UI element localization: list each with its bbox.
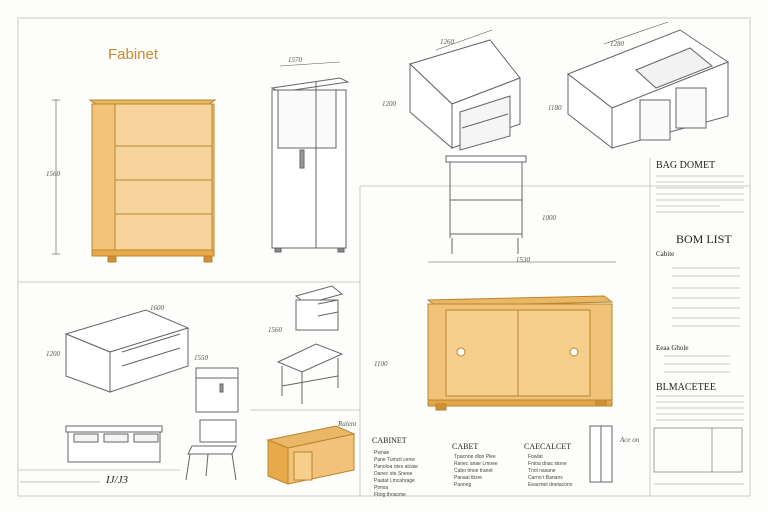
bedside-cabinet	[195, 367, 239, 413]
bom-subheading-2: Eeaa Ghole	[656, 344, 689, 352]
desk-label: Ralent	[338, 420, 357, 428]
cupboard-label: Ace on	[620, 436, 640, 444]
note-item: Pane Tumcit cenw	[374, 457, 415, 463]
notes-heading-2: CABET	[452, 442, 479, 451]
note-item: Ranec anae Lmoee	[454, 461, 498, 467]
dim-desk-height: 1200	[46, 350, 60, 358]
dim-shelf-label: 1000	[542, 214, 556, 222]
notes-list-2: Tpacnne dlon Plee Ranec anae Lmoee Cabo …	[454, 454, 498, 489]
drawer-bin	[409, 39, 521, 151]
tall-locker	[270, 77, 350, 253]
note-item: Panaal tbsre	[454, 475, 483, 481]
dim-bin-side: 1200	[382, 100, 396, 108]
note-item: Paatat Lmcahrage	[374, 478, 415, 484]
note-item: Panoloa otes atcaie	[374, 464, 418, 470]
notes-list-3: Fowlat Fntoa dnac stone Tnol nasane Carn…	[528, 454, 572, 489]
dim-kitchen-side: 1180	[548, 104, 562, 112]
note-item: Tnol nasane	[528, 468, 556, 474]
bookcase-cabinet	[88, 99, 217, 263]
side-table	[276, 343, 344, 404]
note-item: Danec ste Sneoe	[374, 471, 413, 477]
dim-chest: 1560	[268, 326, 282, 334]
note-item: Fowlat	[528, 454, 543, 460]
dim-bin-top: 1260	[440, 38, 454, 46]
yellow-desk	[266, 425, 356, 485]
kitchen-island	[566, 29, 730, 150]
note-item: Paonng	[454, 482, 472, 488]
dim-sideboard-width: 1530	[516, 256, 530, 264]
narrow-cupboard	[589, 425, 613, 483]
note-item: Pwnae	[374, 450, 390, 456]
bom-subheading-1: Cabite	[656, 250, 675, 258]
tv-bench	[65, 425, 163, 463]
sideboard-cabinet	[426, 295, 614, 411]
dim-locker-width: 1570	[288, 56, 302, 64]
notes-list-1: Pwnae Pane Tumcit cenw Panoloa otes atca…	[374, 450, 418, 499]
sheet-title: Fabinet	[108, 46, 159, 63]
small-chest	[294, 285, 344, 331]
note-item: Fntoa dnac stone	[528, 461, 567, 467]
footer-code: IJ/J3	[106, 474, 128, 486]
note-item: Tpacnne dlon Plee	[454, 454, 496, 460]
section-machine: BLMACETEE	[656, 382, 716, 393]
chair	[185, 419, 237, 481]
desk-cabinet	[64, 309, 190, 393]
notes-heading-1: CABINET	[372, 436, 407, 445]
dim-cabinet-height: 1560	[46, 170, 60, 178]
note-item: Pimoa	[374, 485, 389, 491]
note-item: Fbog thoacme	[374, 492, 406, 498]
note-item: Carno t Banans	[528, 475, 563, 481]
note-item: Eeacmet dnetaconn	[528, 482, 573, 488]
dim-bedside: 1550	[194, 354, 208, 362]
open-shelf	[445, 155, 527, 254]
dim-sideboard-left: 1100	[374, 360, 388, 368]
note-item: Cabo tmoe tranet	[454, 468, 493, 474]
dim-kitchen-top: 1280	[610, 40, 624, 48]
section-bag-doner: BAG DOMET	[656, 160, 716, 171]
dim-desk-side: 1600	[150, 304, 164, 312]
notes-heading-3: CAECALCET	[524, 442, 572, 451]
section-bom-list: BOM LIST	[676, 232, 732, 246]
